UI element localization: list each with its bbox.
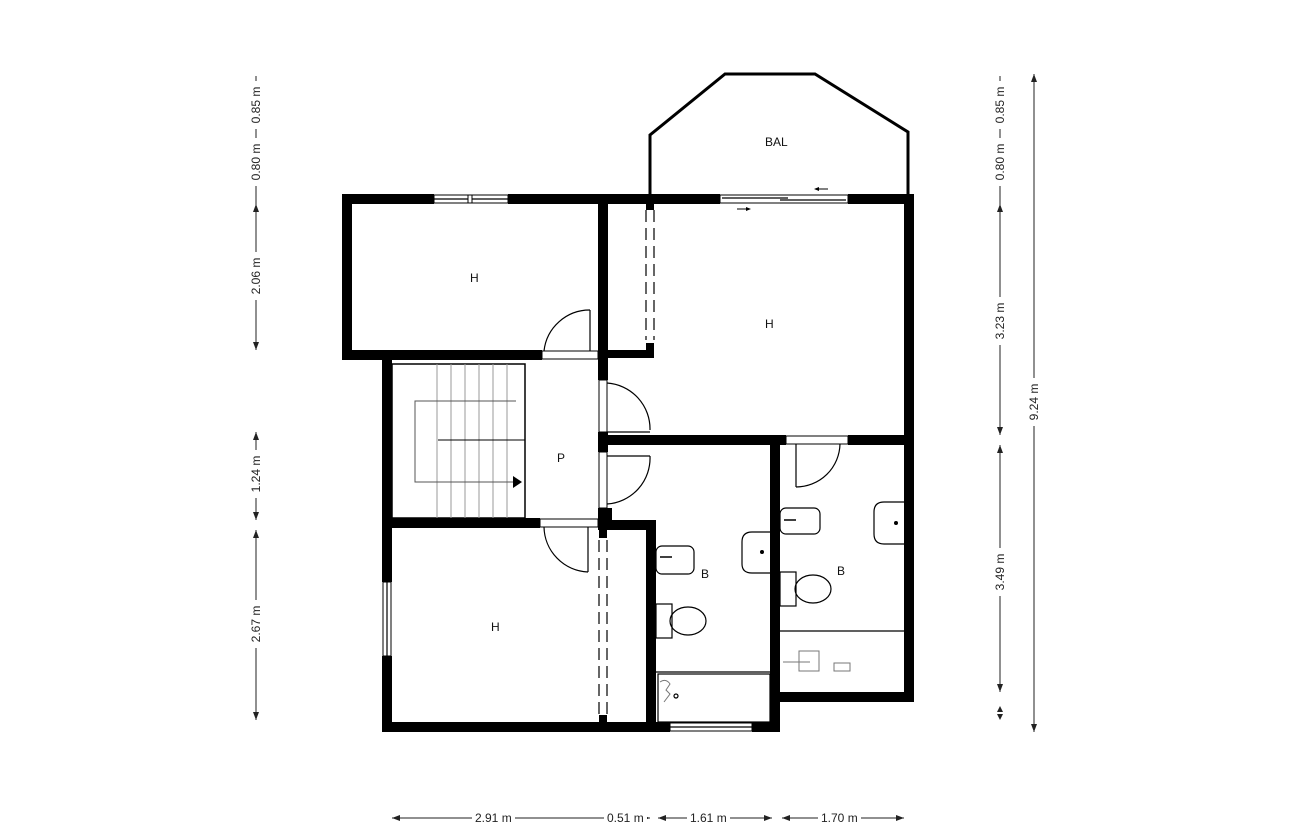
dim-right-3: 3.49 m <box>993 548 1007 596</box>
dim-left-3: 1.24 m <box>249 450 263 498</box>
closets <box>598 200 655 723</box>
dim-bottom-0: 2.91 m <box>472 811 515 825</box>
room-label-hallway: P <box>557 451 566 465</box>
dim-left-2: 2.06 m <box>249 252 263 300</box>
room-label-bathroom-2: B <box>837 564 846 578</box>
staircase <box>391 363 526 519</box>
dim-right-total: 9.24 m <box>1027 378 1041 426</box>
room-label-bedroom-bottom-left: H <box>491 620 500 634</box>
bathroom-1-fixtures <box>655 531 771 723</box>
doors <box>539 309 849 573</box>
dim-left-4: 2.67 m <box>249 600 263 648</box>
room-label-bedroom-top-left: H <box>470 271 479 285</box>
bathroom-2-fixtures <box>779 501 904 672</box>
windows <box>382 194 849 732</box>
stair-direction-arrow-icon <box>513 476 522 488</box>
walls <box>342 194 914 732</box>
room-label-bathroom-1: B <box>701 567 710 581</box>
dim-right-2: 3.23 m <box>993 297 1007 345</box>
room-label-balcony: BAL <box>765 135 788 149</box>
dim-right-0: 0.85 m <box>993 81 1007 129</box>
dim-bottom-3: 1.70 m <box>818 811 861 825</box>
dim-bottom-1: 0.51 m <box>604 811 647 825</box>
balcony-outline <box>648 72 910 195</box>
dim-right-1: 0.80 m <box>993 138 1007 186</box>
sliding-arrows <box>737 187 828 211</box>
room-label-bedroom-main: H <box>765 317 774 331</box>
dim-left-1: 0.80 m <box>249 138 263 186</box>
dim-bottom-2: 1.61 m <box>687 811 730 825</box>
dim-left-0: 0.85 m <box>249 81 263 129</box>
